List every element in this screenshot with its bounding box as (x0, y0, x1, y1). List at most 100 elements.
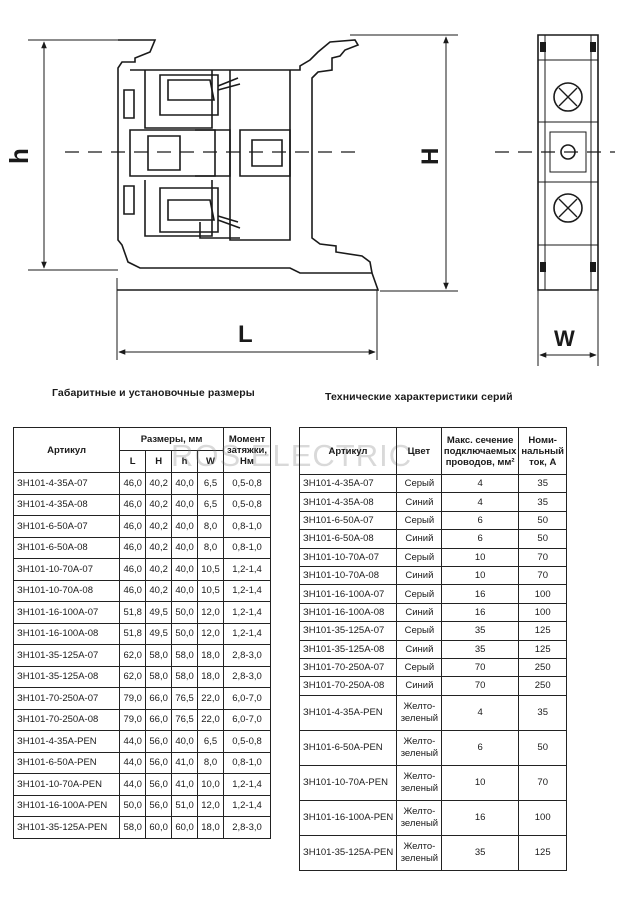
value-cell: 40,2 (145, 472, 173, 495)
value-cell: 56,0 (145, 773, 173, 796)
value-cell: 79,0 (119, 708, 147, 731)
value-cell: 41,0 (171, 751, 199, 774)
article-cell: ЗН101-6-50А-08 (299, 529, 397, 549)
article-cell: ЗН101-6-50А-08 (12, 536, 121, 559)
header-L: L (119, 450, 147, 473)
article-cell: ЗН101-70-250А-08 (299, 676, 397, 696)
value-cell: 44,0 (119, 751, 147, 774)
value-cell: 1,2-1,4 (223, 579, 271, 602)
article-cell: ЗН101-35-125А-07 (12, 644, 121, 667)
value-cell: 250 (518, 657, 567, 678)
value-cell: 12,0 (197, 622, 224, 645)
value-cell: 56,0 (145, 794, 173, 817)
value-cell: 6,5 (197, 493, 224, 516)
value-cell: 44,0 (119, 730, 147, 753)
article-cell: ЗН101-6-50А-PEN (299, 729, 397, 766)
value-cell: 40,2 (145, 579, 173, 602)
value-cell: Желто-зеленый (395, 764, 442, 801)
value-cell: 8,0 (197, 515, 224, 538)
value-cell: 35 (518, 473, 567, 494)
value-cell: 1,2-1,4 (223, 622, 271, 645)
value-cell: 4 (440, 492, 520, 512)
value-cell: Синий (395, 602, 442, 623)
header-sizes: Размеры, мм (119, 427, 224, 451)
value-cell: 70 (518, 764, 567, 801)
caption-dimensions: Габаритные и установочные размеры (52, 387, 255, 399)
value-cell: 6,5 (197, 730, 224, 753)
value-cell: 2,8-3,0 (223, 816, 271, 839)
value-cell: 58,0 (171, 644, 199, 667)
value-cell: 40,2 (145, 536, 173, 559)
value-cell: 46,0 (119, 536, 147, 559)
value-cell: 76,5 (171, 708, 199, 731)
dimensions-table: Артикул Размеры, мм Момент затяжки, Нм L… (12, 427, 271, 839)
value-cell: 8,0 (197, 536, 224, 559)
value-cell: 40,2 (145, 558, 173, 581)
value-cell: 79,0 (119, 687, 147, 710)
value-cell: 16 (440, 602, 520, 623)
value-cell: Серый (395, 547, 442, 567)
article-cell: ЗН101-4-35А-08 (12, 493, 121, 516)
value-cell: 62,0 (119, 665, 147, 688)
header-article: Артикул (12, 427, 121, 473)
article-cell: ЗН101-4-35А-PEN (299, 694, 397, 731)
value-cell: Синий (395, 565, 442, 586)
value-cell: 0,8-1,0 (223, 515, 271, 538)
value-cell: 0,5-0,8 (223, 493, 271, 516)
value-cell: 18,0 (197, 665, 224, 688)
value-cell: 22,0 (197, 687, 224, 710)
value-cell: Синий (395, 676, 442, 696)
caption-specs: Технические характеристики серий (325, 391, 513, 403)
article-cell: ЗН101-35-125А-PEN (299, 834, 397, 871)
value-cell: 8,0 (197, 751, 224, 774)
value-cell: 46,0 (119, 493, 147, 516)
article-cell: ЗН101-4-35А-08 (299, 492, 397, 512)
article-cell: ЗН101-10-70А-PEN (299, 764, 397, 801)
value-cell: 125 (518, 639, 567, 659)
value-cell: 46,0 (119, 579, 147, 602)
value-cell: 0,8-1,0 (223, 751, 271, 774)
value-cell: 35 (440, 639, 520, 659)
value-cell: 40,0 (171, 536, 199, 559)
article-cell: ЗН101-35-125А-08 (299, 639, 397, 659)
value-cell: 40,0 (171, 730, 199, 753)
value-cell: Желто-зеленый (395, 834, 442, 871)
value-cell: 40,0 (171, 579, 199, 602)
article-cell: ЗН101-10-70А-PEN (12, 773, 121, 796)
value-cell: 10,5 (197, 579, 224, 602)
value-cell: 60,0 (145, 816, 173, 839)
value-cell: 58,0 (145, 644, 173, 667)
value-cell: 16 (440, 584, 520, 604)
article-cell: ЗН101-6-50А-07 (12, 515, 121, 538)
value-cell: 56,0 (145, 730, 173, 753)
value-cell: 4 (440, 473, 520, 494)
value-cell: 6 (440, 729, 520, 766)
value-cell: Серый (395, 584, 442, 604)
value-cell: 6,5 (197, 472, 224, 495)
value-cell: 100 (518, 799, 567, 836)
article-cell: ЗН101-10-70А-07 (299, 547, 397, 567)
value-cell: 50,0 (119, 794, 147, 817)
value-cell: Желто-зеленый (395, 729, 442, 766)
article-cell: ЗН101-16-100А-08 (12, 622, 121, 645)
value-cell: 58,0 (119, 816, 147, 839)
value-cell: 70 (440, 676, 520, 696)
value-cell: Синий (395, 639, 442, 659)
value-cell: 70 (518, 565, 567, 586)
